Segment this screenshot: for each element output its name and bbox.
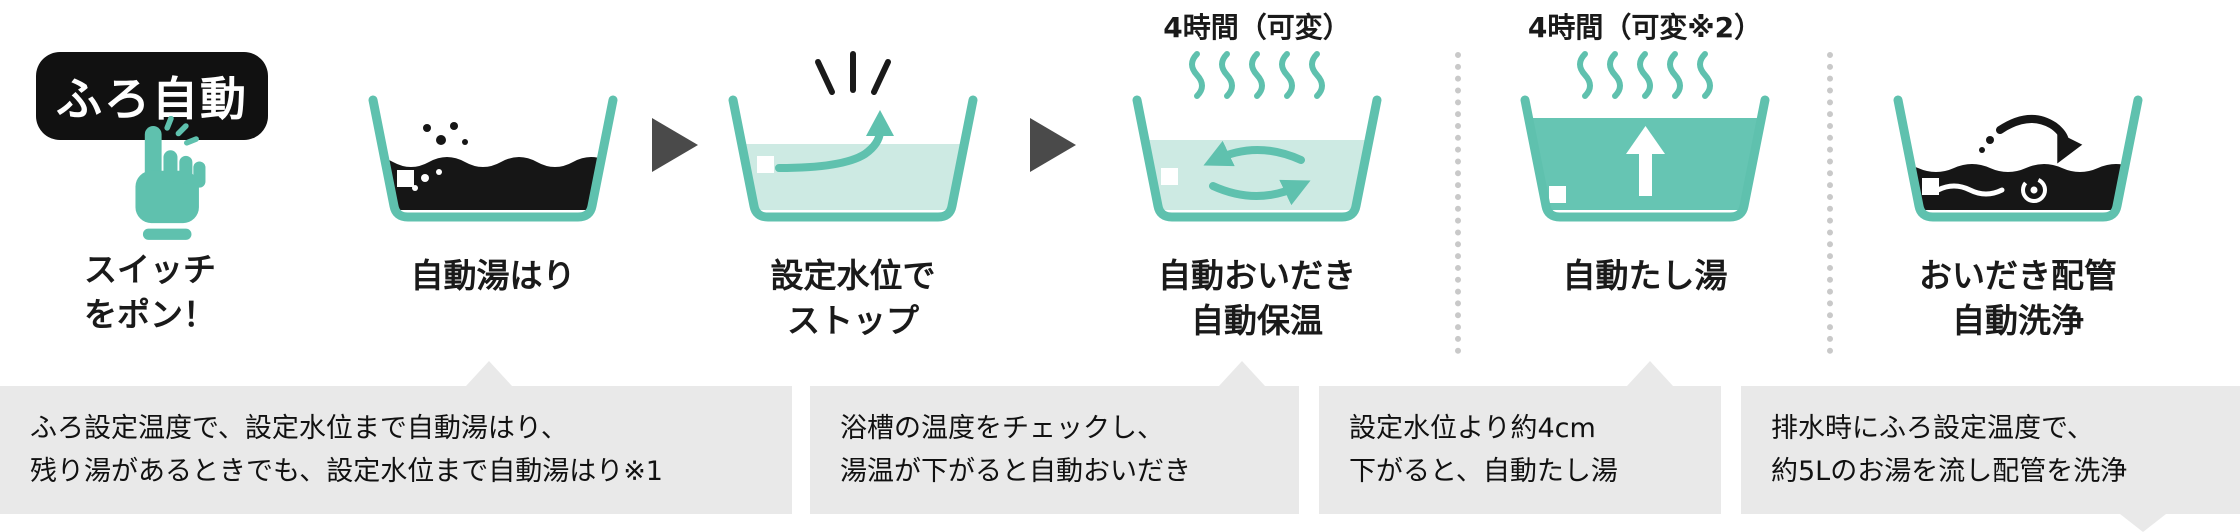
bathtub-reheat-icon (1132, 95, 1382, 222)
step-label-line: ストップ (787, 300, 919, 340)
flow-arrow-icon (1030, 118, 1076, 172)
flow-arrow-icon (652, 118, 698, 172)
step-label-line: 自動保温 (1191, 300, 1323, 340)
step-label-line: 自動たし湯 (1562, 256, 1728, 295)
switch-caption-line1: スイッチ (84, 250, 216, 289)
switch-caption: スイッチ をポン！ (10, 248, 290, 337)
furo-auto-switch-badge: ふろ自動 (36, 52, 268, 140)
bathtub-refill-icon (1520, 95, 1770, 222)
callout-auto-reheat: 浴槽の温度をチェックし、 湯温が下がると自動おいだき (810, 386, 1299, 514)
callout-line: 約5Lのお湯を流し配管を洗浄 (1771, 456, 2128, 487)
step-label-auto-reheat: 自動おいだき 自動保温 (1097, 254, 1417, 343)
water-stop-splash-icon (815, 51, 891, 95)
bathtub-pipe-clean-icon (1893, 95, 2143, 222)
step-label-line: おいだき配管 (1919, 256, 2117, 295)
callout-line: 設定水位より約4cm (1349, 412, 1596, 444)
callout-pointer-down (2120, 514, 2166, 532)
dotted-divider (1827, 52, 1833, 354)
callout-auto-fill: ふろ設定温度で、設定水位まで自動湯はり、 残り湯があるときでも、設定水位まで自動… (0, 386, 792, 514)
callout-line: 湯温が下がると自動おいだき (840, 456, 1191, 487)
reheat-duration-label: 4時間（可変） (1163, 11, 1351, 44)
callout-pointer-up (1627, 361, 1673, 386)
dotted-divider (1455, 52, 1461, 354)
callout-line: 浴槽の温度をチェックし、 (840, 412, 1164, 444)
bathtub-stop-level-icon (728, 95, 978, 222)
step-label-stop-level: 設定水位で ストップ (693, 254, 1013, 343)
callout-auto-refill: 設定水位より約4cm 下がると、自動たし湯 (1319, 386, 1721, 514)
step-label-line: 自動洗浄 (1952, 300, 2084, 340)
step-label-auto-refill: 自動たし湯 (1485, 254, 1805, 299)
callout-line: 排水時にふろ設定温度で、 (1771, 412, 2094, 444)
bathtub-auto-fill-icon (368, 95, 618, 222)
callout-pointer-up (1219, 361, 1265, 386)
callout-line: ふろ設定温度で、設定水位まで自動湯はり、 (30, 412, 568, 444)
step-label-pipe-clean: おいだき配管 自動洗浄 (1858, 254, 2178, 343)
steam-icon (1189, 51, 1325, 99)
step-label-line: 自動おいだき (1158, 256, 1356, 295)
callout-line: 下がると、自動たし湯 (1349, 456, 1618, 487)
refill-duration-label: 4時間（可変※2） (1527, 11, 1763, 44)
step-label-line: 設定水位で (770, 256, 936, 295)
hand-press-icon (135, 116, 206, 240)
callout-pointer-up (466, 361, 512, 386)
step-label-auto-fill: 自動湯はり (333, 254, 653, 299)
steam-icon (1577, 51, 1713, 99)
callout-line: 残り湯があるときでも、設定水位まで自動湯はり※1 (30, 456, 663, 487)
callout-pipe-clean: 排水時にふろ設定温度で、 約5Lのお湯を流し配管を洗浄 (1741, 386, 2240, 514)
switch-caption-line2: をポン！ (84, 294, 216, 334)
step-label-line: 自動湯はり (410, 256, 576, 295)
